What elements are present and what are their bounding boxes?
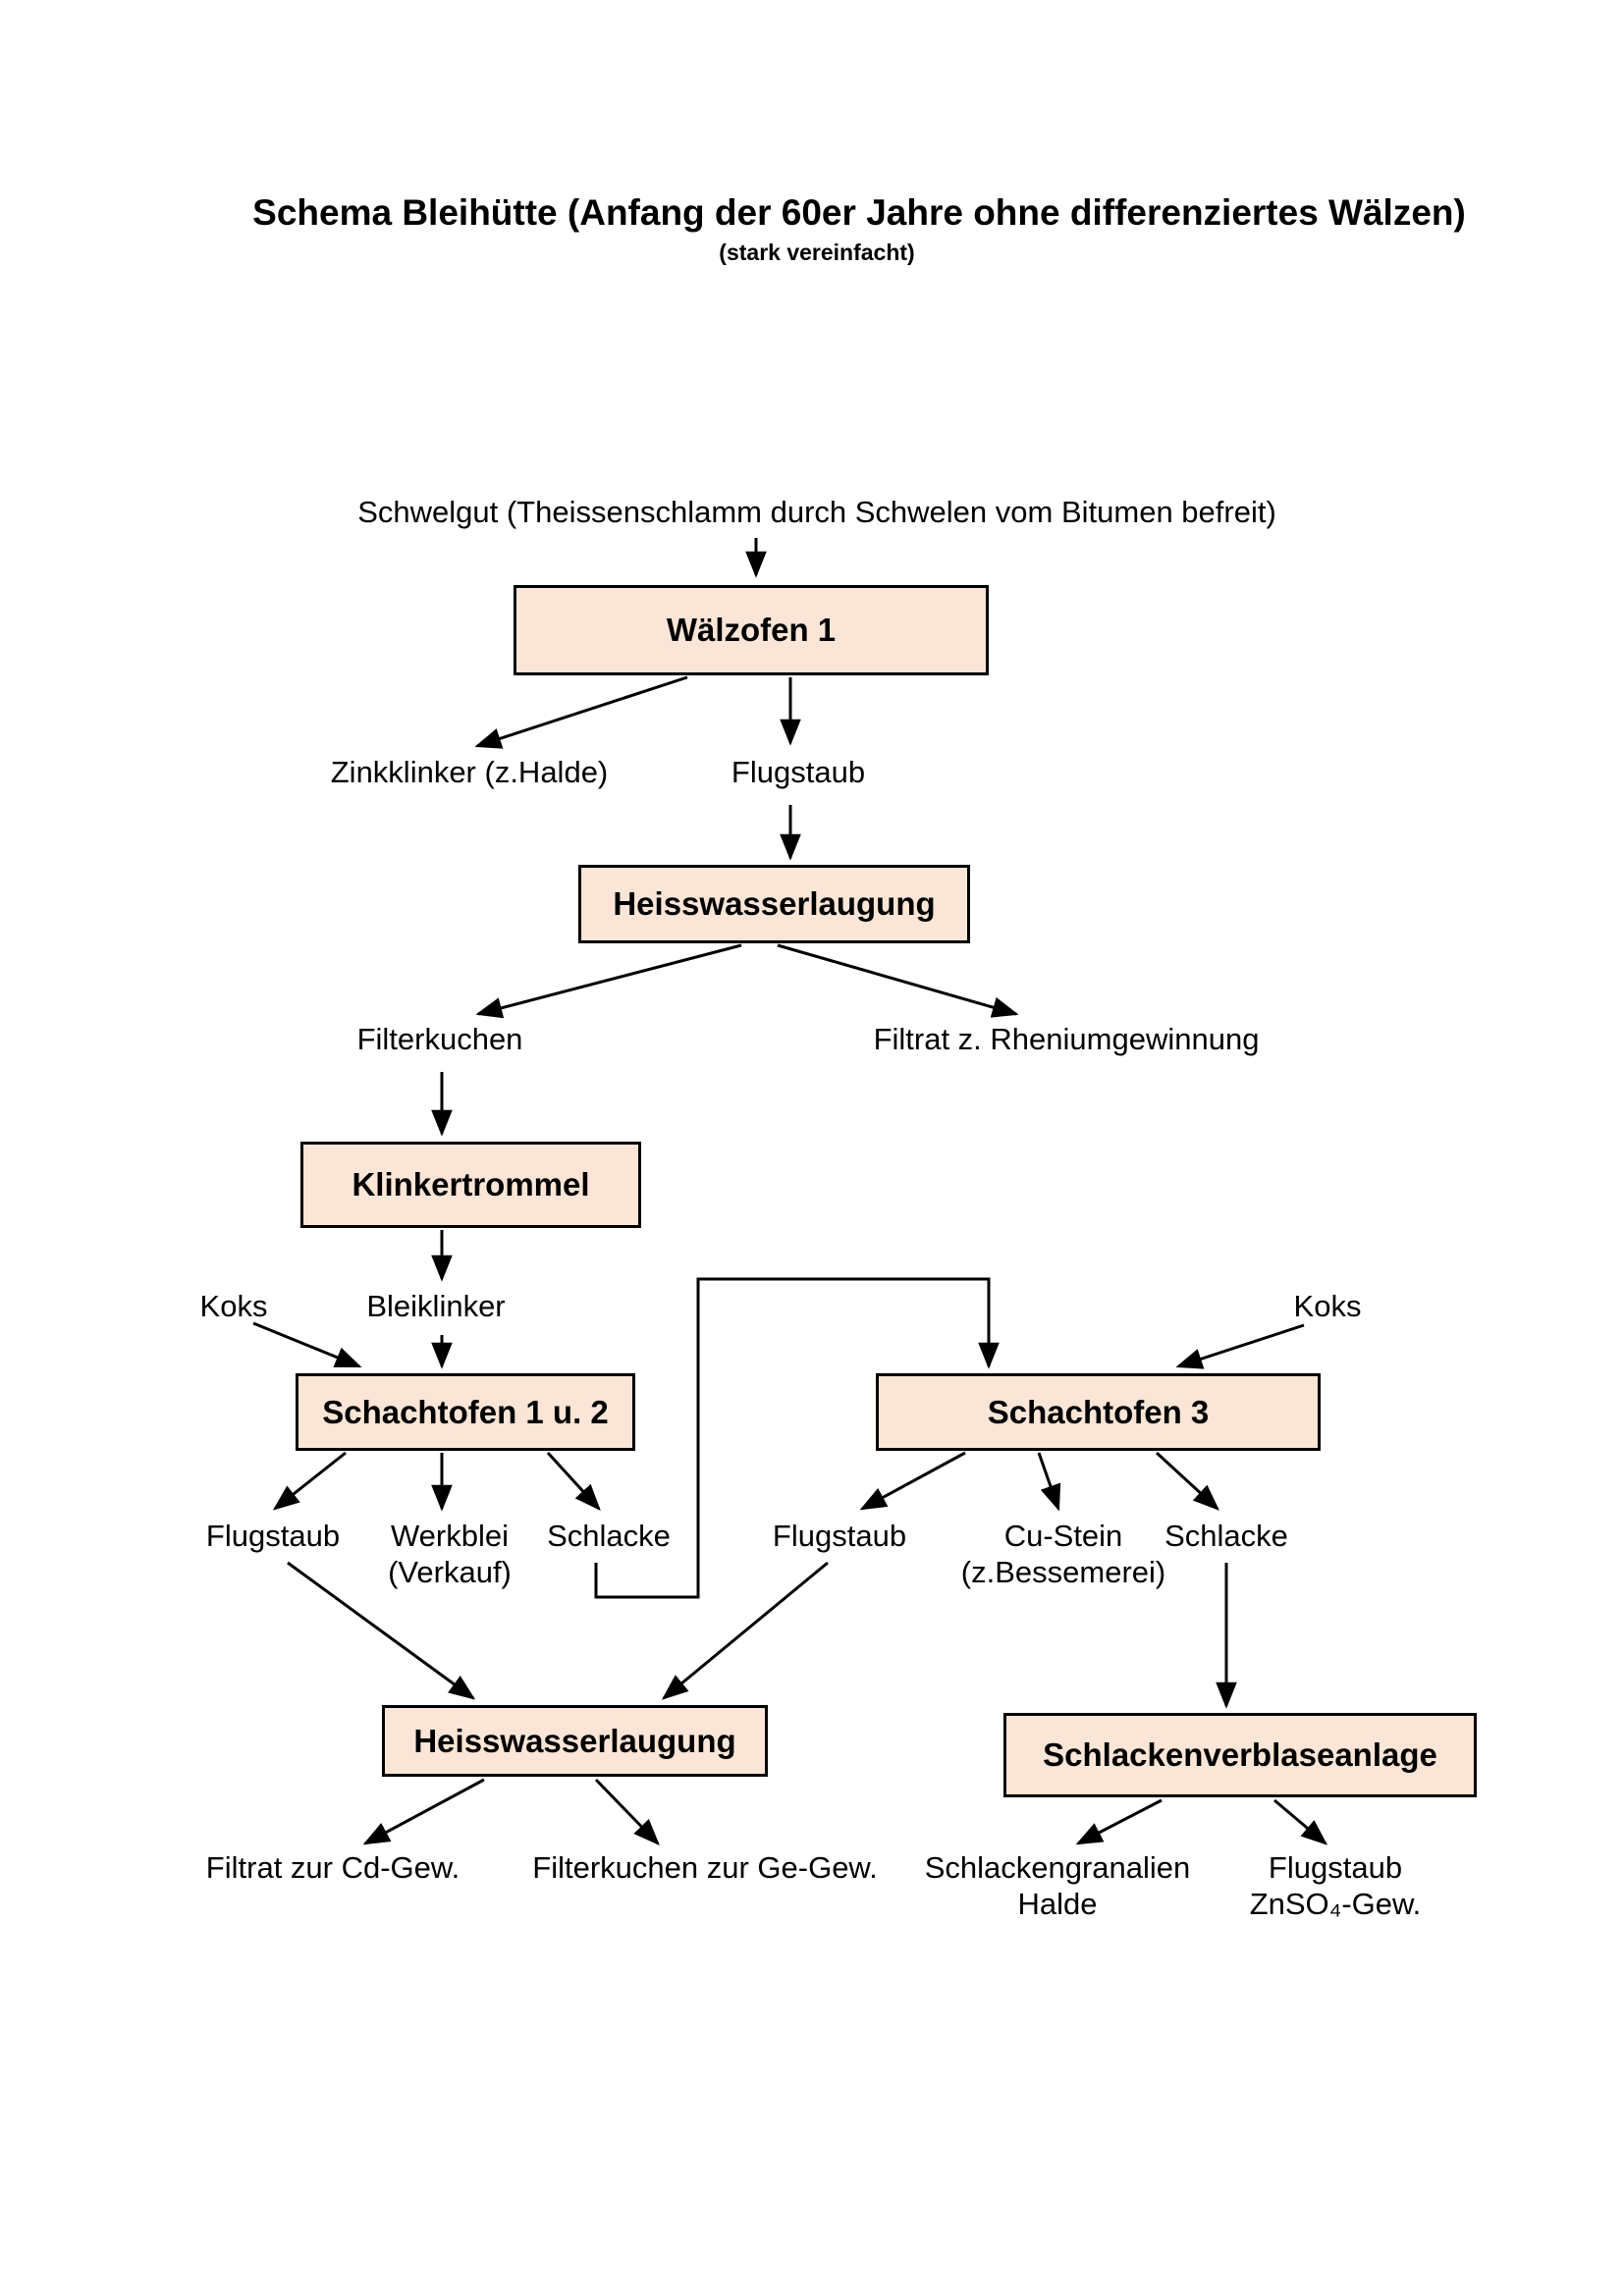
label-filterkuchen-ge: Filterkuchen zur Ge-Gew. (532, 1850, 878, 1885)
page-subtitle: (stark vereinfacht) (719, 240, 915, 265)
node-schachtofen-1-2-label: Schachtofen 1 u. 2 (322, 1393, 609, 1430)
label-znso4: ZnSO₄-Gew. (1249, 1887, 1422, 1921)
page-title: Schema Bleihütte (Anfang der 60er Jahre … (252, 192, 1466, 233)
node-schlackenverblaseanlage: Schlackenverblaseanlage (1003, 1713, 1477, 1797)
label-schlackengranalien-line2: Halde (1017, 1887, 1098, 1921)
node-schachtofen-3: Schachtofen 3 (876, 1373, 1321, 1451)
label-cu-stein-line1: Cu-Stein (1003, 1519, 1123, 1553)
label-schlackengranalien-line1: Schlackengranalien (924, 1850, 1191, 1885)
label-filtrat-cd: Filtrat zur Cd-Gew. (205, 1850, 460, 1885)
arrow-flugstaub3-to-heisswasserlaugung2 (661, 1561, 829, 1700)
label-schlacke-2: Schlacke (1164, 1519, 1288, 1553)
node-waelzofen-1-label: Wälzofen 1 (666, 612, 837, 648)
arrow-heisswasserlaugung1-to-filterkuchen (475, 943, 742, 1019)
label-bleiklinker: Bleiklinker (366, 1289, 506, 1323)
label-koks-left: Koks (199, 1289, 268, 1323)
arrow-heisswasserlaugung1-to-filtrat (777, 943, 1019, 1018)
arrow-schachtofen3-to-custein (1037, 1452, 1061, 1512)
node-waelzofen-1: Wälzofen 1 (514, 585, 989, 675)
arrow-schachtofen3-to-flugstaub (859, 1451, 966, 1511)
arrow-schlackenverblaseanlage-to-schlackengranalien (1075, 1798, 1163, 1845)
label-zinkklinker: Zinkklinker (z.Halde) (330, 755, 609, 789)
arrow-schlackenverblaseanlage-to-flugstaub (1273, 1798, 1328, 1845)
arrow-schachtofen12-to-flugstaub (272, 1451, 347, 1511)
label-koks-right: Koks (1293, 1289, 1362, 1323)
label-flugstaub-znso4: Flugstaub ZnSO₄-Gew. (1250, 1849, 1422, 1922)
label-werkblei: Werkblei (Verkauf) (388, 1518, 512, 1590)
label-flugstaub-3: Flugstaub (772, 1519, 907, 1553)
label-flugstaub-4: Flugstaub (1268, 1850, 1403, 1885)
arrow-koks-left-to-schachtofen12 (252, 1321, 362, 1368)
node-klinkertrommel: Klinkertrommel (300, 1142, 641, 1228)
arrow-schachtofen3-to-schlacke (1155, 1451, 1219, 1511)
arrow-koks-right-to-schachtofen3 (1175, 1323, 1305, 1369)
label-flugstaub-2: Flugstaub (205, 1519, 341, 1553)
arrow-heisswasserlaugung2-to-filtrat-cd (362, 1778, 485, 1845)
arrow-heisswasserlaugung2-to-filterkuchen-ge (594, 1778, 660, 1845)
label-flugstaub-1: Flugstaub (731, 755, 866, 789)
node-heisswasserlaugung-1-label: Heisswasserlaugung (613, 885, 936, 922)
node-heisswasserlaugung-2-label: Heisswasserlaugung (413, 1722, 736, 1759)
label-werkblei-line2: (Verkauf) (388, 1555, 512, 1589)
node-schachtofen-1-2: Schachtofen 1 u. 2 (296, 1373, 635, 1451)
arrow-waelzofen1-to-zinkklinker (474, 675, 688, 749)
node-schachtofen-3-label: Schachtofen 3 (987, 1393, 1210, 1430)
label-werkblei-line1: Werkblei (390, 1519, 510, 1553)
label-filterkuchen: Filterkuchen (356, 1022, 523, 1056)
label-cu-stein-line2: (z.Bessemerei) (960, 1555, 1166, 1589)
label-filtrat-rhenium: Filtrat z. Rheniumgewinnung (873, 1022, 1260, 1056)
label-schwelgut: Schwelgut (Theissenschlamm durch Schwele… (357, 495, 1276, 529)
node-heisswasserlaugung-2: Heisswasserlaugung (382, 1705, 768, 1777)
label-schlackengranalien: Schlackengranalien Halde (925, 1849, 1191, 1922)
arrow-schachtofen12-to-schlacke (546, 1451, 601, 1511)
node-klinkertrommel-label: Klinkertrommel (352, 1166, 590, 1202)
label-schlacke-1: Schlacke (547, 1519, 671, 1553)
label-cu-stein: Cu-Stein (z.Bessemerei) (961, 1518, 1165, 1590)
node-heisswasserlaugung-1: Heisswasserlaugung (578, 865, 970, 943)
node-schlackenverblaseanlage-label: Schlackenverblaseanlage (1043, 1736, 1437, 1773)
